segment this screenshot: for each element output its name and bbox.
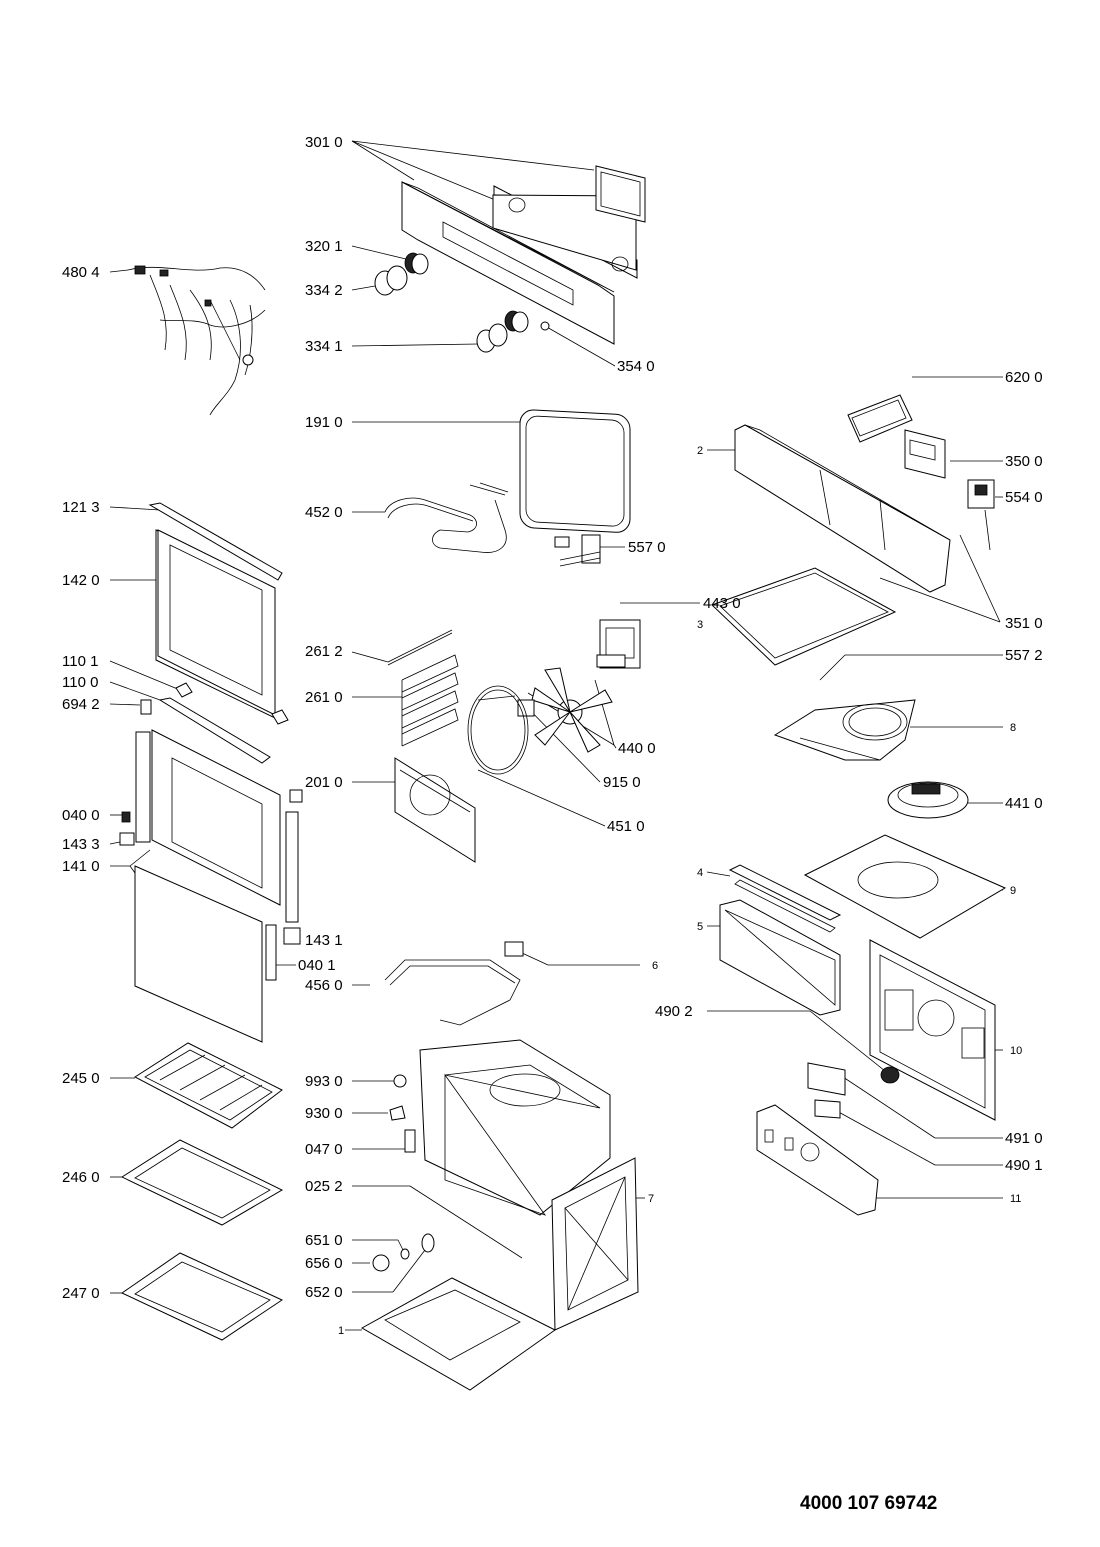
- label-10: 10: [1010, 1045, 1022, 1057]
- oven-cavity: [389, 1039, 611, 1259]
- label-246-0: 246 0: [62, 1169, 100, 1186]
- label-201-0: 201 0: [305, 774, 343, 791]
- shelf-supports-261: [387, 629, 459, 747]
- label-440-0: 440 0: [618, 740, 656, 757]
- door-spacers: [140, 682, 289, 764]
- label-334-1: 334 1: [305, 338, 343, 355]
- label-930-0: 930 0: [305, 1105, 343, 1122]
- label-301-0: 301 0: [305, 134, 343, 151]
- label-480-4: 480 4: [62, 264, 100, 281]
- hinges-040-1-143-1: [265, 924, 301, 981]
- label-652-0: 652 0: [305, 1284, 343, 1301]
- label-245-0: 245 0: [62, 1070, 100, 1087]
- knob-assemblies: [374, 252, 529, 353]
- top-heating-element: [384, 482, 509, 553]
- clock-350-0: [904, 429, 946, 479]
- door-seal: [519, 409, 631, 533]
- circular-element-451-0: [467, 685, 529, 775]
- label-5: 5: [697, 921, 703, 933]
- label-656-0: 656 0: [305, 1255, 343, 1272]
- label-261-2: 261 2: [305, 643, 343, 660]
- side-rail-5: [719, 899, 841, 1016]
- label-261-0: 261 0: [305, 689, 343, 706]
- door-outer-glass-142-0: [155, 529, 276, 719]
- label-040-1: 040 1: [298, 957, 336, 974]
- back-frame-7: [551, 1157, 639, 1331]
- leader-lines: [109, 140, 1004, 1331]
- switch-554-0: [967, 479, 995, 551]
- label-443-0: 443 0: [703, 595, 741, 612]
- label-694-2: 694 2: [62, 696, 100, 713]
- door-inner-frame: [119, 729, 303, 923]
- label-110-0: 110 0: [62, 674, 98, 691]
- label-110-1: 110 1: [62, 653, 98, 670]
- document-number: 4000 107 69742: [800, 1493, 937, 1514]
- label-121-3: 121 3: [62, 499, 100, 516]
- label-354-0: 354 0: [617, 358, 655, 375]
- pan-247-0: [120, 1252, 284, 1341]
- rack-245-0: [134, 1042, 283, 1129]
- label-350-0: 350 0: [1005, 453, 1043, 470]
- top-panel-4: [728, 864, 842, 933]
- control-panel-fascia: [401, 165, 646, 345]
- pan-246-0: [120, 1139, 284, 1226]
- bottom-panel-1: [360, 1277, 556, 1391]
- label-490-2: 490 2: [655, 1003, 693, 1020]
- light-knob-parts-651-656-652: [372, 1233, 435, 1272]
- label-456-0: 456 0: [305, 977, 343, 994]
- part-labels: 301 0 320 1 334 2 334 1 354 0 480 4 191 …: [62, 134, 1043, 1337]
- label-441-0: 441 0: [1005, 795, 1043, 812]
- label-993-0: 993 0: [305, 1073, 343, 1090]
- label-8: 8: [1010, 722, 1016, 734]
- label-142-0: 142 0: [62, 572, 100, 589]
- label-047-0: 047 0: [305, 1141, 343, 1158]
- label-141-0: 141 0: [62, 858, 100, 875]
- label-557-0: 557 0: [628, 539, 666, 556]
- door-top-trim-121-3: [148, 502, 283, 581]
- label-557-2: 557 2: [1005, 647, 1043, 664]
- label-651-0: 651 0: [305, 1232, 343, 1249]
- label-490-1: 490 1: [1005, 1157, 1043, 1174]
- label-1: 1: [338, 1325, 344, 1337]
- cooling-housing-8: [773, 699, 916, 761]
- label-191-0: 191 0: [305, 414, 343, 431]
- label-915-0: 915 0: [603, 774, 641, 791]
- grill-element-456-0: [384, 941, 524, 1026]
- label-4: 4: [697, 867, 703, 879]
- cooling-fan-plate-3: [711, 567, 897, 666]
- back-panel-10: [869, 939, 996, 1121]
- label-351-0: 351 0: [1005, 615, 1043, 632]
- label-025-2: 025 2: [305, 1178, 343, 1195]
- label-554-0: 554 0: [1005, 489, 1043, 506]
- label-451-0: 451 0: [607, 818, 645, 835]
- electronic-module-620-0: [847, 394, 913, 443]
- label-620-0: 620 0: [1005, 369, 1043, 386]
- fan-motor-443-0: [596, 619, 641, 669]
- fan-blade-440-0: [517, 667, 613, 753]
- label-040-0: 040 0: [62, 807, 100, 824]
- bottom-brackets-491-490: [807, 1062, 900, 1119]
- rear-panel-201-0: [394, 757, 476, 863]
- top-panel-9: [803, 834, 1007, 939]
- label-11: 11: [1010, 1193, 1021, 1205]
- label-2: 2: [697, 445, 703, 457]
- label-3: 3: [697, 619, 703, 631]
- thermostat-557-0: [554, 534, 601, 567]
- label-6: 6: [652, 960, 658, 972]
- label-320-1: 320 1: [305, 238, 343, 255]
- label-9: 9: [1010, 885, 1016, 897]
- label-7: 7: [648, 1193, 654, 1205]
- terminal-board-11: [756, 1104, 879, 1216]
- label-452-0: 452 0: [305, 504, 343, 521]
- control-bracket-2: [734, 424, 951, 593]
- label-334-2: 334 2: [305, 282, 343, 299]
- wiring-harness: [127, 265, 266, 416]
- label-247-0: 247 0: [62, 1285, 100, 1302]
- door-inner-glass-141-0: [134, 865, 263, 1043]
- label-143-1: 143 1: [305, 932, 343, 949]
- label-491-0: 491 0: [1005, 1130, 1043, 1147]
- tangential-fan-441-0: [887, 781, 969, 819]
- label-143-3: 143 3: [62, 836, 100, 853]
